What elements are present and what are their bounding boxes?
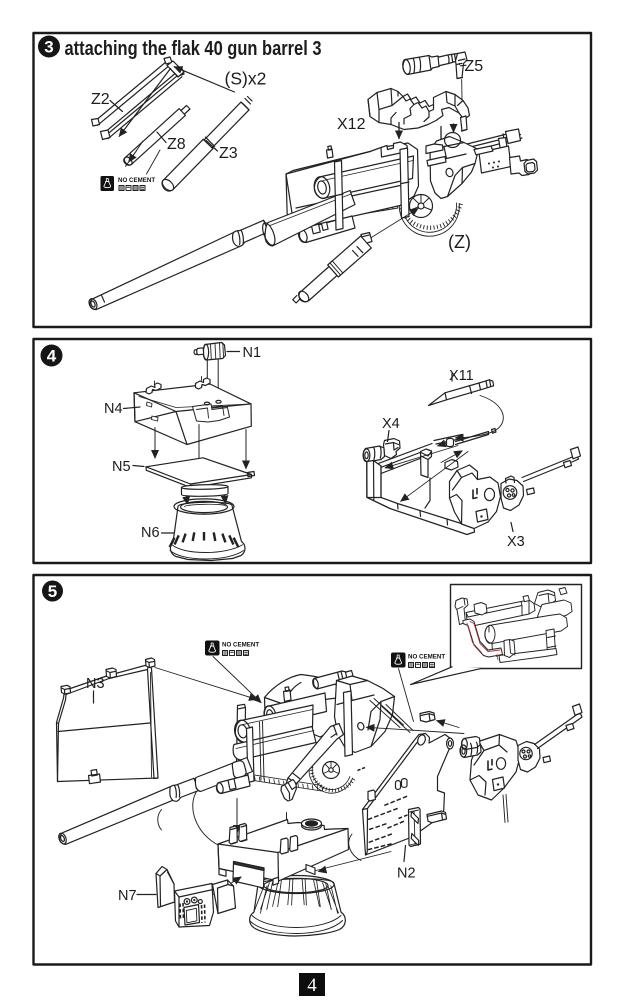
svg-text:N2: N2 (397, 866, 416, 882)
svg-text:4: 4 (47, 347, 57, 366)
svg-text:X12: X12 (337, 116, 366, 133)
svg-text:Z5: Z5 (465, 58, 484, 75)
svg-text:4: 4 (307, 975, 317, 996)
svg-text:3: 3 (44, 38, 53, 57)
svg-text:N6: N6 (141, 525, 160, 541)
svg-text:X11: X11 (449, 368, 474, 384)
svg-text:5: 5 (48, 582, 57, 601)
svg-text:NO CEMENT: NO CEMENT (222, 642, 259, 649)
svg-text:NO CEMENT: NO CEMENT (408, 654, 445, 661)
svg-text:attaching the flak 40 gun barr: attaching the flak 40 gun barrel 3 (65, 38, 322, 60)
svg-text:(S)x2: (S)x2 (225, 69, 267, 89)
svg-text:Z3: Z3 (219, 145, 238, 162)
svg-text:N7: N7 (118, 888, 137, 904)
svg-text:Z8: Z8 (167, 136, 186, 153)
svg-text:N1: N1 (243, 345, 262, 361)
svg-text:X4: X4 (382, 416, 400, 432)
svg-text:Z2: Z2 (91, 91, 110, 108)
svg-text:N3: N3 (86, 676, 105, 692)
svg-text:NO CEMENT: NO CEMENT (118, 177, 155, 184)
svg-text:X3: X3 (507, 534, 525, 550)
svg-text:(Z): (Z) (448, 232, 471, 252)
svg-text:N5: N5 (112, 459, 131, 475)
svg-text:N4: N4 (104, 401, 123, 417)
